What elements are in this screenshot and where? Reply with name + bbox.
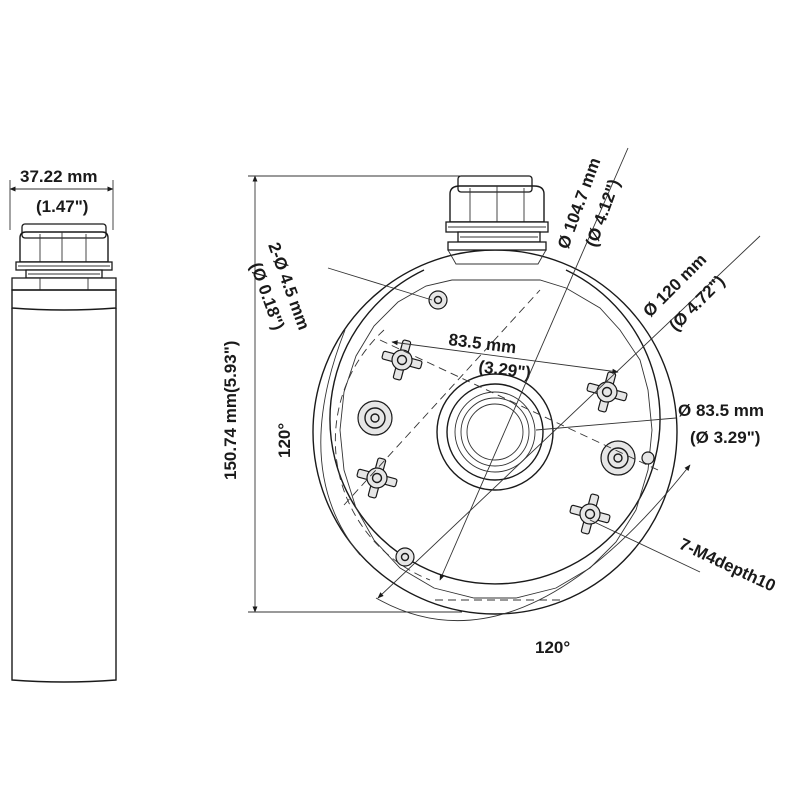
screw-hole (428, 290, 448, 310)
side-width-mm: 37.22 mm (20, 167, 98, 186)
side-width-in: (1.47") (36, 197, 88, 216)
screw-hole (641, 451, 655, 465)
center-conduit (436, 373, 554, 491)
mounting-pad (357, 400, 393, 436)
angle-left: 120° (275, 423, 294, 458)
side-cable-gland (11, 223, 117, 291)
mounting-pad (600, 440, 636, 476)
threaded-boss (586, 371, 628, 413)
bolt-circle-in: (Ø 3.29") (690, 428, 760, 447)
bolt-circle-mm: Ø 83.5 mm (678, 401, 764, 420)
threaded-boss (569, 493, 611, 535)
threaded-boss (381, 339, 423, 381)
front-view: 150.74 mm(5.93") (221, 147, 779, 657)
inner-rim (339, 279, 653, 599)
side-body (11, 289, 117, 683)
height-label: 150.74 mm(5.93") (221, 341, 240, 480)
angle-bottom: 120° (535, 638, 570, 657)
top-cable-gland (445, 175, 549, 265)
spacing-in: (3.29") (478, 357, 532, 382)
spacing-mm: 83.5 mm (448, 330, 518, 357)
screw-hole (395, 547, 415, 567)
thread-spec: 7-M4depth10 (676, 534, 778, 595)
threaded-boss (356, 457, 398, 499)
side-view: 37.22 mm (1.47") (9, 167, 117, 683)
inner-wall (329, 269, 661, 585)
